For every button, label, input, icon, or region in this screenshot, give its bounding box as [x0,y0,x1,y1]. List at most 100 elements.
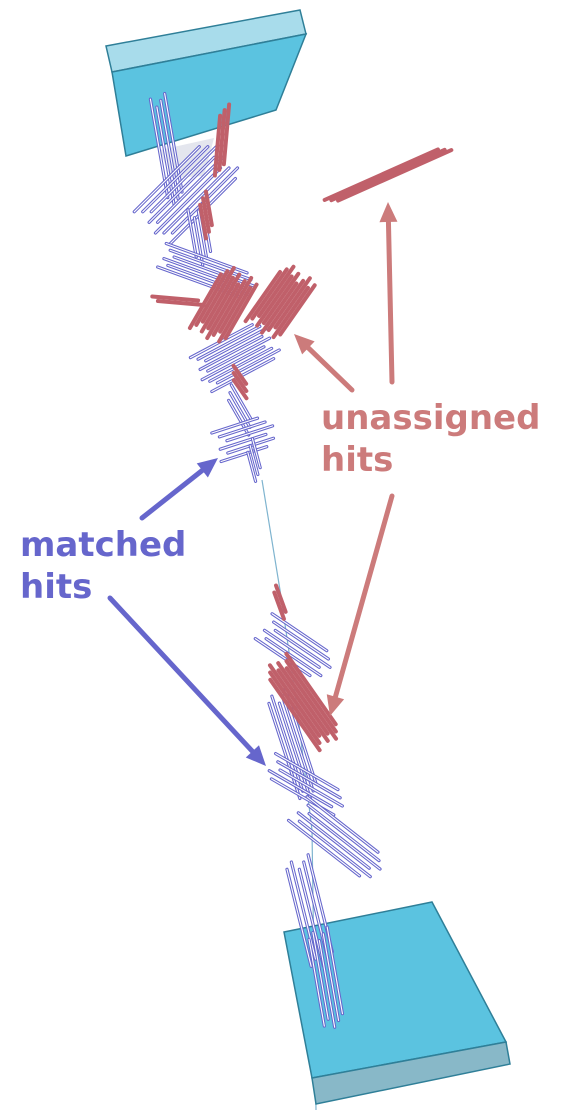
matched-hit-highlight [160,99,179,200]
matched-hit-highlight [307,804,380,862]
unassigned-hit [250,267,289,321]
unassigned-hit [266,278,306,333]
matched-hit-highlight [173,256,256,287]
matched-hit-highlight [263,629,320,668]
unassigned-hit [155,298,206,307]
unassigned-hit [261,271,301,325]
matched-hit-highlight [148,156,215,223]
unassigned-hit-cluster-19 [231,363,249,401]
unassigned-hit-cluster-14 [212,102,232,178]
matched-hit-highlight [211,358,275,393]
unassigned-hit [217,108,227,172]
unassigned-hit [194,269,230,327]
unassigned-hit [329,147,447,203]
matched-hit-highlight [201,346,265,381]
matched-hit-cluster-8 [253,612,332,678]
matched-hit-cluster-7 [246,437,262,483]
matched-hit-highlight [318,940,336,1028]
matched-arrow-up-icon [139,458,218,521]
unassigned-hit [267,663,322,738]
arrow-group [107,202,398,766]
matched-hit-highlight [271,695,304,792]
unassigned-arrow-left-icon [294,334,355,393]
unassigned-hit [206,272,242,331]
matched-hit-highlight [278,702,311,799]
matched-hit-highlight [268,702,301,800]
matched-hit-highlight [133,146,200,213]
unassigned-arrow-down-icon-head [326,694,345,716]
unassigned-arrow-up-icon [379,202,398,385]
unassigned-hit [231,378,249,401]
matched-hit-highlight [312,932,329,1020]
unassigned-hit [205,282,241,341]
matched-hit-highlight [199,336,263,370]
matched-hit-highlight [297,812,370,869]
hit-cluster-group [132,91,454,1029]
matched-hit-highlight [154,167,222,234]
matched-hit-highlight [163,167,230,234]
unassigned-hit [231,370,249,394]
unassigned-hit [276,661,330,736]
unassigned-hit-cluster-17 [150,294,206,307]
unassigned-hit [199,275,235,334]
unassigned-arrow-up-icon-shaft [385,219,395,385]
unassigned-hit [221,102,232,167]
unassigned-hit [268,670,322,745]
matched-hit-cluster-10 [267,752,344,817]
matched-hits-label: matched hits [20,524,186,608]
unassigned-hit [255,274,294,328]
matched-hit-highlight [150,146,217,213]
unassigned-hit [217,285,253,344]
unassigned-hit [223,282,259,341]
matched-hit-highlight [220,446,268,463]
matched-hit-highlight [265,638,322,677]
matched-arrow-up-icon-shaft [139,467,205,521]
matched-hit-highlight [288,819,361,877]
unassigned-hit-cluster-16 [187,265,259,344]
matched-hit-highlight [249,444,259,476]
matched-hit-highlight [219,433,267,450]
matched-label-line-1: matched [20,525,187,565]
unassigned-hit [274,583,288,614]
unassigned-hits-label: unassigned hits [321,397,540,481]
matched-hit-highlight [197,325,261,360]
unassigned-arrow-left-icon-shaft [305,345,355,393]
matched-label-line-2: hits [20,567,93,607]
unassigned-hit [187,272,223,331]
matched-hit-highlight [142,146,209,213]
matched-hit-highlight [218,421,266,438]
matched-hit-highlight [279,769,343,807]
matched-hit-highlight [281,695,314,792]
matched-hit-highlight [277,761,341,799]
matched-hit-highlight [156,106,175,207]
matched-hit-highlight [187,209,197,258]
unassigned-hit [257,264,296,318]
unassigned-arrow-left-icon-head [294,334,315,355]
matched-hit-cluster-1 [132,145,240,246]
matched-hit-highlight [209,347,273,382]
matched-hit-highlight [298,820,371,878]
unassigned-arrow-down-icon [326,493,395,716]
unassigned-label-line-2: hits [321,440,394,480]
matched-arrow-down-icon-head [245,745,266,766]
unassigned-hit [198,202,209,241]
matched-hit-highlight [271,613,328,652]
matched-hit-highlight [308,813,381,870]
unassigned-hit [273,276,312,330]
matched-hit-highlight [268,770,333,808]
unassigned-hit [200,265,236,324]
unassigned-arrow-up-icon-head [379,202,398,223]
matched-hit-highlight [211,417,259,434]
unassigned-hit-cluster-15 [198,189,214,241]
unassigned-hit [259,281,299,335]
unassigned-hit [150,294,201,303]
matched-hit-highlight [290,861,317,960]
unassigned-hit [211,279,247,337]
unassigned-label-line-1: unassigned [321,398,541,438]
matched-hit-highlight [205,327,269,362]
matched-hit-cluster-6 [210,416,276,464]
matched-arrow-up-icon-head [196,458,218,478]
unassigned-hit [272,590,286,621]
unassigned-hit [322,147,440,202]
